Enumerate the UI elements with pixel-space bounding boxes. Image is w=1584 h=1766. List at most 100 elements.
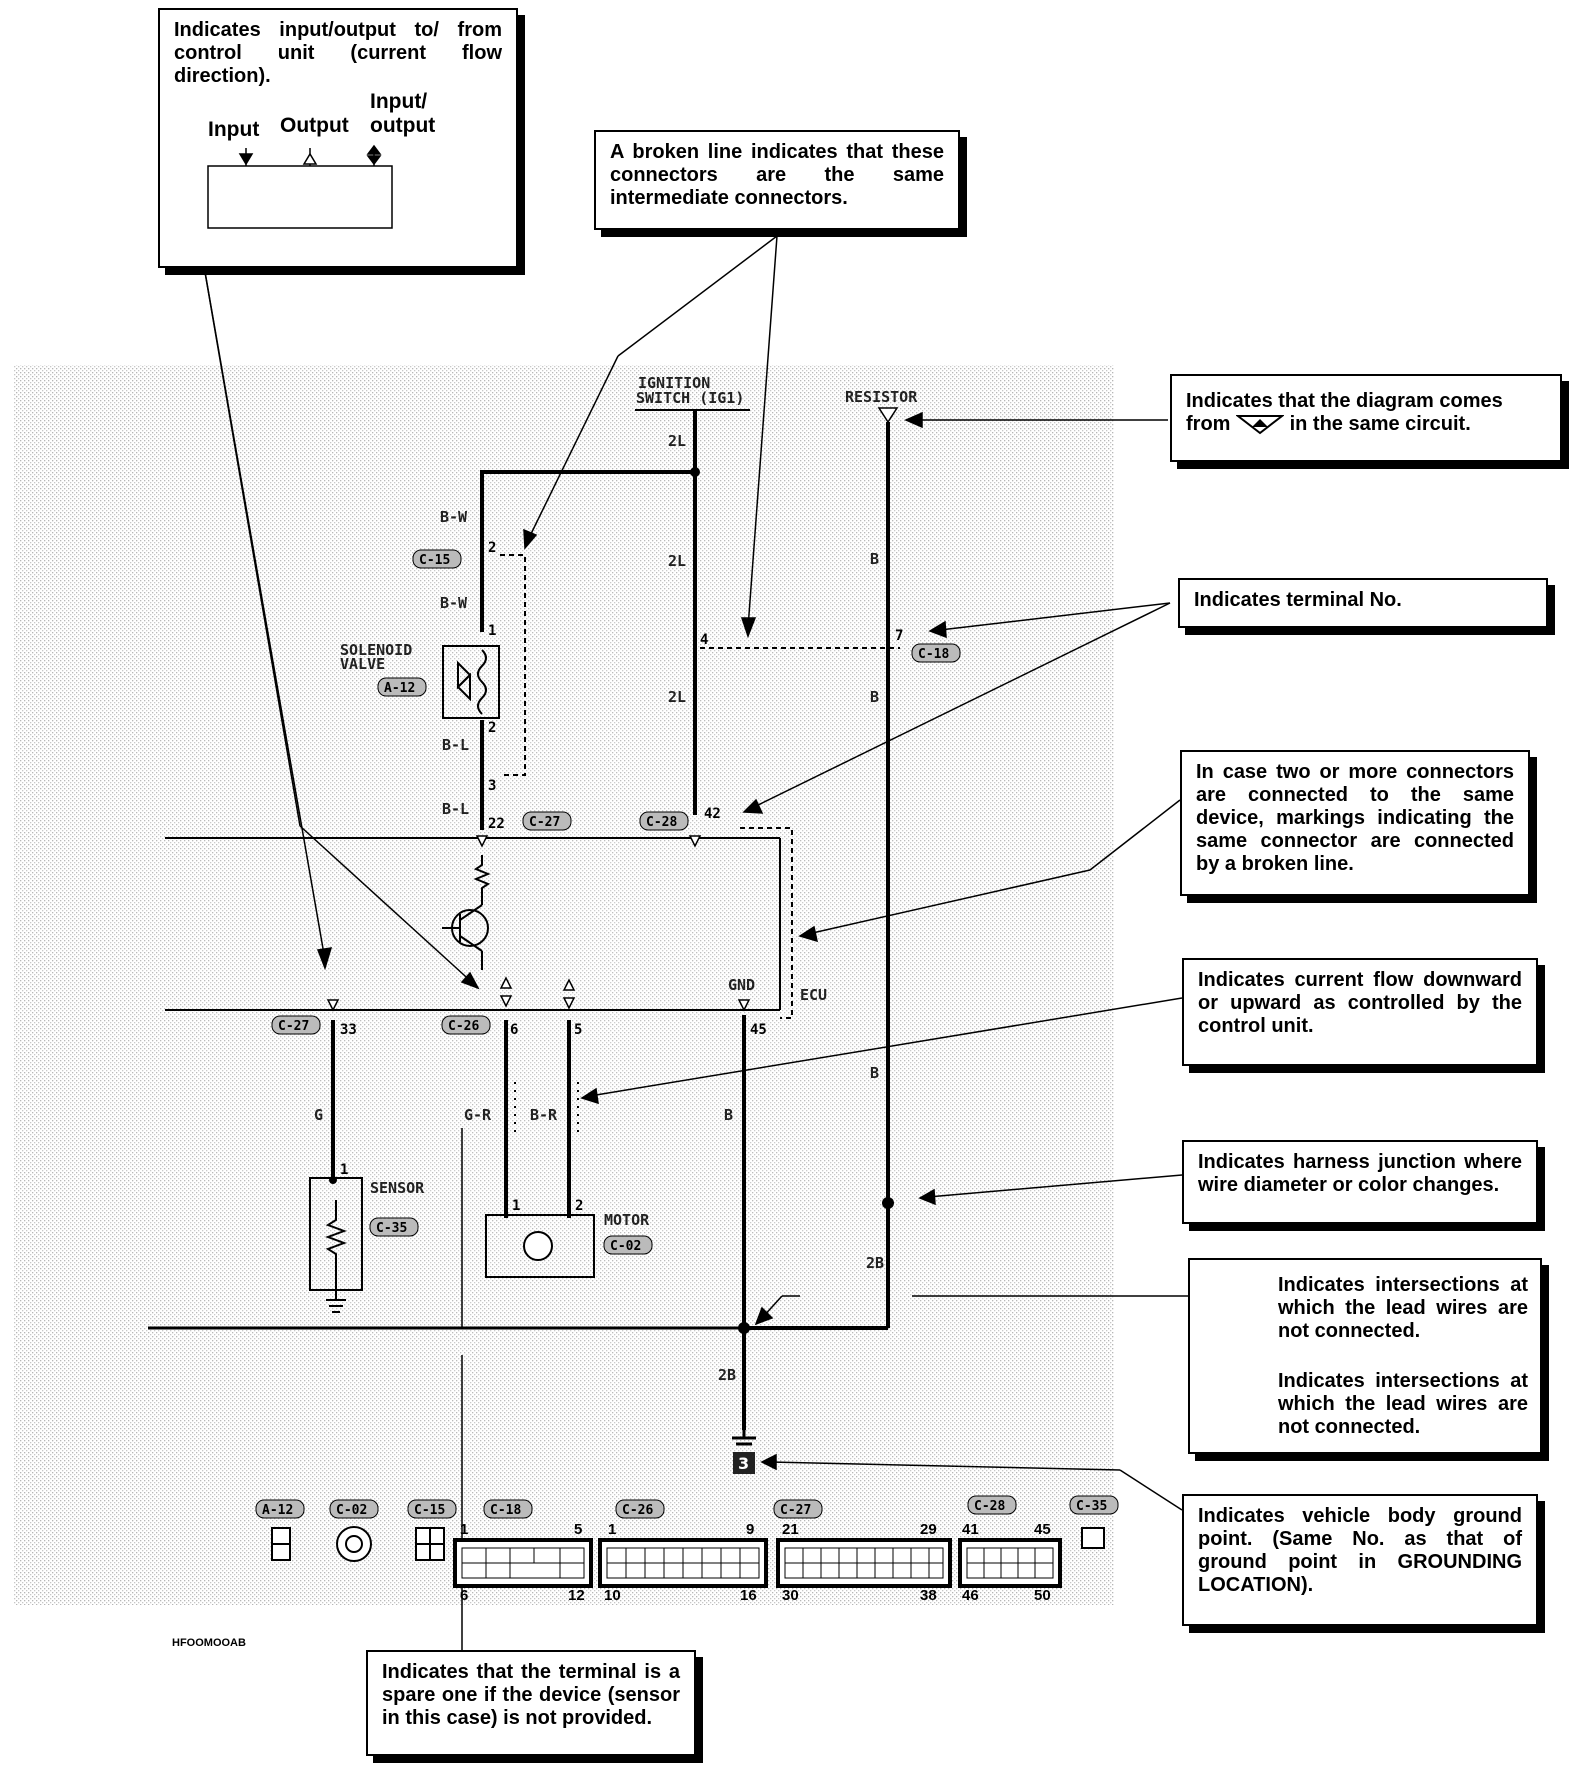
legend-c02: C-02 bbox=[329, 1499, 379, 1519]
wire-label: G bbox=[314, 1106, 323, 1124]
io-arrow-icon bbox=[366, 144, 382, 155]
callout-ground-point-text: Indicates vehicle body ground point. (Sa… bbox=[1198, 1505, 1522, 1596]
input-label: Input bbox=[208, 118, 259, 141]
wire-label: B-L bbox=[442, 800, 469, 818]
legend-pin: 1 bbox=[460, 1521, 468, 1538]
wire-label: B-W bbox=[440, 508, 468, 526]
callout-spare-terminal-text: Indicates that the terminal is a spare o… bbox=[382, 1661, 680, 1729]
wire-label: 2B bbox=[718, 1366, 736, 1384]
callout-same-device-text: In case two or more connectors are conne… bbox=[1196, 761, 1514, 875]
wire-label: 2L bbox=[668, 688, 686, 706]
callout-intersect-not-connected-text: Indicates intersections at which the lea… bbox=[1278, 1274, 1528, 1342]
legend-pin: 6 bbox=[460, 1587, 468, 1604]
terminal-number: 3 bbox=[488, 778, 496, 794]
legend-pin: 1 bbox=[608, 1521, 616, 1538]
wire-label: B bbox=[870, 550, 879, 568]
terminal-number: 42 bbox=[704, 806, 721, 822]
legend-pin: 50 bbox=[1034, 1587, 1051, 1604]
wire-label: B-R bbox=[530, 1106, 558, 1124]
ground-point-box bbox=[733, 1452, 755, 1474]
connector-a12: A-12 bbox=[377, 677, 427, 697]
callout-broken-line: A broken line indicates that these conne… bbox=[594, 130, 960, 230]
legend-c35: C-35 bbox=[1069, 1495, 1119, 1515]
legend-a12: A-12 bbox=[255, 1499, 305, 1519]
ground-number: 3 bbox=[738, 1454, 749, 1473]
callout-terminal-no: Indicates terminal No. bbox=[1178, 578, 1548, 628]
terminal-number: 4 bbox=[700, 632, 708, 648]
legend-c18: C-18 bbox=[483, 1499, 533, 1519]
wire-label: B bbox=[870, 688, 879, 706]
svg-text:C-28: C-28 bbox=[646, 815, 677, 830]
connector-c27-bottom: C-27 bbox=[271, 1015, 321, 1035]
terminal-number: 1 bbox=[512, 1198, 520, 1214]
sensor-label: SENSOR bbox=[370, 1179, 425, 1197]
gnd-label: GND bbox=[728, 976, 755, 994]
callout-intersections: Indicates intersections at which the lea… bbox=[1188, 1258, 1542, 1454]
callout-same-device: In case two or more connectors are conne… bbox=[1180, 750, 1530, 896]
legend-pin: 12 bbox=[568, 1587, 585, 1604]
ecu-label: ECU bbox=[800, 986, 827, 1004]
image-code: HFOOMOOAB bbox=[172, 1637, 246, 1649]
svg-text:C-35: C-35 bbox=[1076, 1499, 1107, 1514]
io-label-2: output bbox=[370, 114, 435, 137]
wire-label: 2L bbox=[668, 552, 686, 570]
legend-c26: C-26 bbox=[615, 1499, 665, 1519]
legend-pin: 38 bbox=[920, 1587, 937, 1604]
legend-pin: 10 bbox=[604, 1587, 621, 1604]
resistor-label: RESISTOR bbox=[845, 388, 918, 406]
callout-harness-junction-text: Indicates harness junction where wire di… bbox=[1198, 1151, 1522, 1196]
svg-text:C-27: C-27 bbox=[278, 1019, 309, 1034]
wire-label: G-R bbox=[464, 1106, 492, 1124]
legend-pin: 46 bbox=[962, 1587, 979, 1604]
output-label: Output bbox=[280, 114, 349, 137]
svg-text:C-02: C-02 bbox=[610, 1239, 641, 1254]
callout-harness-junction: Indicates harness junction where wire di… bbox=[1182, 1140, 1538, 1224]
terminal-number: 7 bbox=[895, 628, 903, 644]
terminal-number: 22 bbox=[488, 816, 505, 832]
terminal-number: 2 bbox=[488, 720, 496, 736]
wire-label: 2B bbox=[866, 1254, 884, 1272]
legend-pin: 30 bbox=[782, 1587, 799, 1604]
terminal-number: 2 bbox=[575, 1198, 583, 1214]
legend-c15: C-15 bbox=[407, 1499, 457, 1519]
legend-pin: 41 bbox=[962, 1521, 979, 1538]
wire-label: B-W bbox=[440, 594, 468, 612]
callout-same-circuit-prefix: Indicates that the diagram comes from bbox=[1186, 390, 1503, 435]
output-arrow-icon bbox=[302, 152, 318, 165]
terminal-number: 2 bbox=[488, 540, 496, 556]
motor-label: MOTOR bbox=[604, 1211, 650, 1229]
svg-text:A-12: A-12 bbox=[384, 681, 415, 696]
legend-pin: 16 bbox=[740, 1587, 757, 1604]
wire-bw-top bbox=[480, 470, 695, 632]
io-label-1: Input/ bbox=[370, 92, 427, 113]
svg-text:C-26: C-26 bbox=[622, 1503, 653, 1518]
legend-c28: C-28 bbox=[967, 1495, 1017, 1515]
solenoid-label-1: SOLENOID bbox=[340, 641, 412, 659]
legend-c27: C-27 bbox=[773, 1499, 823, 1519]
terminal-number: 1 bbox=[340, 1162, 348, 1178]
callout-io-text: Indicates input/output to/ from control … bbox=[174, 19, 502, 87]
svg-text:C-15: C-15 bbox=[419, 553, 450, 568]
connector-c35: C-35 bbox=[369, 1217, 419, 1237]
wire-label: B bbox=[870, 1064, 879, 1082]
svg-text:C-02: C-02 bbox=[336, 1503, 367, 1518]
callout-current-flow-text: Indicates current flow downward or upwar… bbox=[1198, 969, 1522, 1037]
callout-ground-point: Indicates vehicle body ground point. (Sa… bbox=[1182, 1494, 1538, 1626]
wire-label: B-L bbox=[442, 736, 469, 754]
svg-text:C-18: C-18 bbox=[490, 1503, 521, 1518]
svg-text:A-12: A-12 bbox=[262, 1503, 293, 1518]
svg-text:C-28: C-28 bbox=[974, 1499, 1005, 1514]
io-symbol-diagram: Input Output Input/ output bbox=[207, 92, 435, 229]
terminal-number: 33 bbox=[340, 1022, 357, 1038]
callout-input-output: Indicates input/output to/ from control … bbox=[158, 8, 518, 268]
solenoid-label-2: VALVE bbox=[340, 655, 385, 673]
legend-pin: 9 bbox=[746, 1521, 754, 1538]
legend-pin: 29 bbox=[920, 1521, 937, 1538]
terminal-number: 6 bbox=[510, 1022, 518, 1038]
connector-c02: C-02 bbox=[603, 1235, 653, 1255]
svg-text:C-15: C-15 bbox=[414, 1503, 445, 1518]
callout-broken-line-text: A broken line indicates that these conne… bbox=[610, 141, 944, 209]
terminal-number: 45 bbox=[750, 1022, 767, 1038]
